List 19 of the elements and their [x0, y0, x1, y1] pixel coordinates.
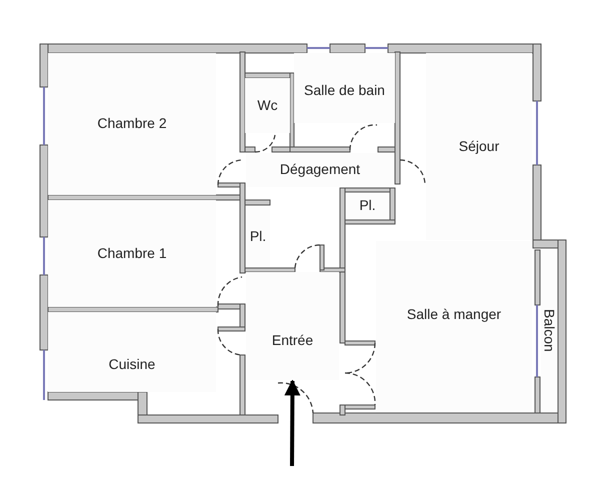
room-name: Balcon [541, 309, 557, 352]
room-floor [48, 53, 216, 195]
room-name: Chambre 1 [97, 246, 167, 262]
room-name: Cuisine [108, 356, 156, 372]
room-name: Chambre 2 [97, 116, 167, 132]
room-name: Pl. [250, 228, 266, 244]
room-name: Salle de bain [304, 83, 385, 98]
room-floor [245, 78, 290, 133]
room-floor [48, 200, 216, 307]
room-name: Dégagement [280, 162, 360, 178]
room-name: Pl. [359, 198, 376, 214]
room-name: Entrée [272, 332, 314, 348]
room-floor [48, 312, 216, 392]
entrance-arrow [284, 379, 300, 466]
room-floor [294, 53, 395, 123]
room-name: Séjour [458, 138, 500, 154]
room-name: Salle à manger [406, 306, 502, 322]
room-floor [246, 272, 339, 380]
room-name: Wc [257, 98, 278, 114]
